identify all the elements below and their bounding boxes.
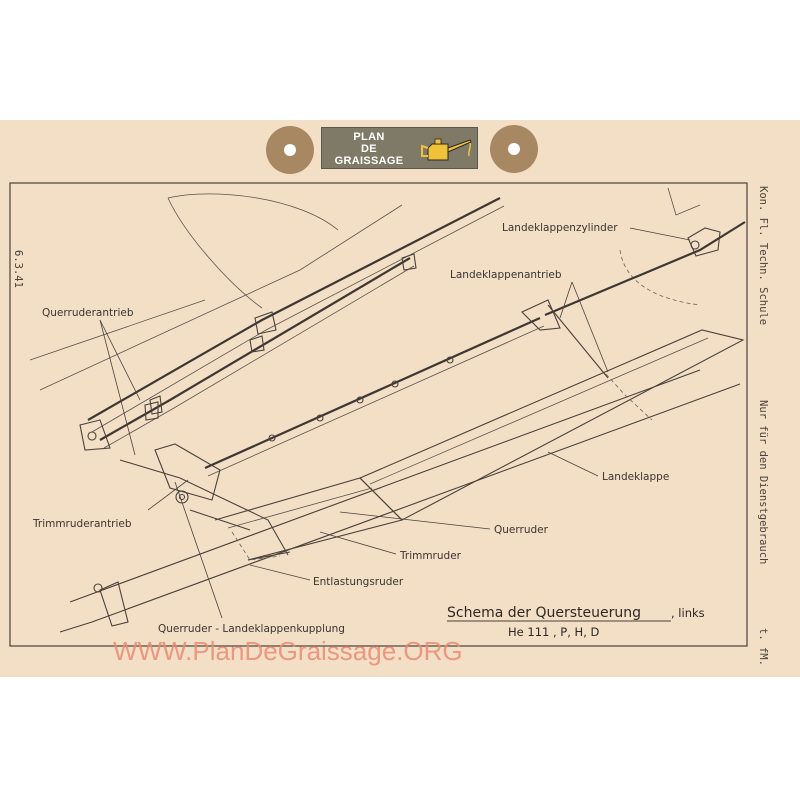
label-kupplung: Querruder - Landeklappenkupplung	[158, 623, 345, 635]
logo-line-3: GRAISSAGE	[334, 155, 404, 167]
logo-line-1: PLAN	[353, 131, 385, 143]
margin-date: 6.3.41	[12, 250, 24, 288]
margin-restriction: Nur für den Dienstgebrauch	[757, 400, 769, 564]
fuselage-outline	[29, 187, 701, 391]
margin-corner: t. fM.	[757, 628, 769, 666]
logo-line-2: DE	[361, 143, 377, 155]
label-landeklappenzylinder: Landeklappenzylinder	[502, 222, 618, 234]
document-sheet	[0, 120, 800, 677]
oil-can-icon	[421, 138, 472, 161]
diagram-title: Schema der Quersteuerung	[447, 605, 641, 621]
flap-drive-rod	[204, 221, 746, 477]
wing-structure	[59, 369, 741, 633]
label-landeklappe: Landeklappe	[602, 471, 669, 483]
aileron-flap-coupling	[93, 443, 289, 627]
label-entlastungsruder: Entlastungsruder	[313, 576, 404, 588]
watermark-text: WWW.PlanDeGraissage.ORG	[113, 636, 463, 666]
binder-hole-right	[490, 125, 538, 173]
diagram-model: He 111 , P, H, D	[508, 625, 599, 639]
label-landeklappenantrieb: Landeklappenantrieb	[450, 269, 562, 281]
binder-hole-left	[266, 126, 314, 174]
label-trimmruderantrieb: Trimmruderantrieb	[32, 518, 132, 530]
aileron-control-rods	[79, 197, 505, 451]
label-querruderantrieb: Querruderantrieb	[42, 307, 134, 319]
drawing-frame	[9, 182, 748, 647]
margin-school: Kon. Fl. Techn. Schule	[757, 186, 769, 325]
label-trimmruder: Trimmruder	[399, 550, 462, 562]
plan-de-graissage-logo: PLAN DE GRAISSAGE	[321, 127, 478, 169]
label-querruder: Querruder	[494, 524, 549, 536]
diagram-title-side: , links	[671, 606, 705, 620]
aileron	[214, 477, 404, 561]
leader-lines	[99, 227, 691, 619]
